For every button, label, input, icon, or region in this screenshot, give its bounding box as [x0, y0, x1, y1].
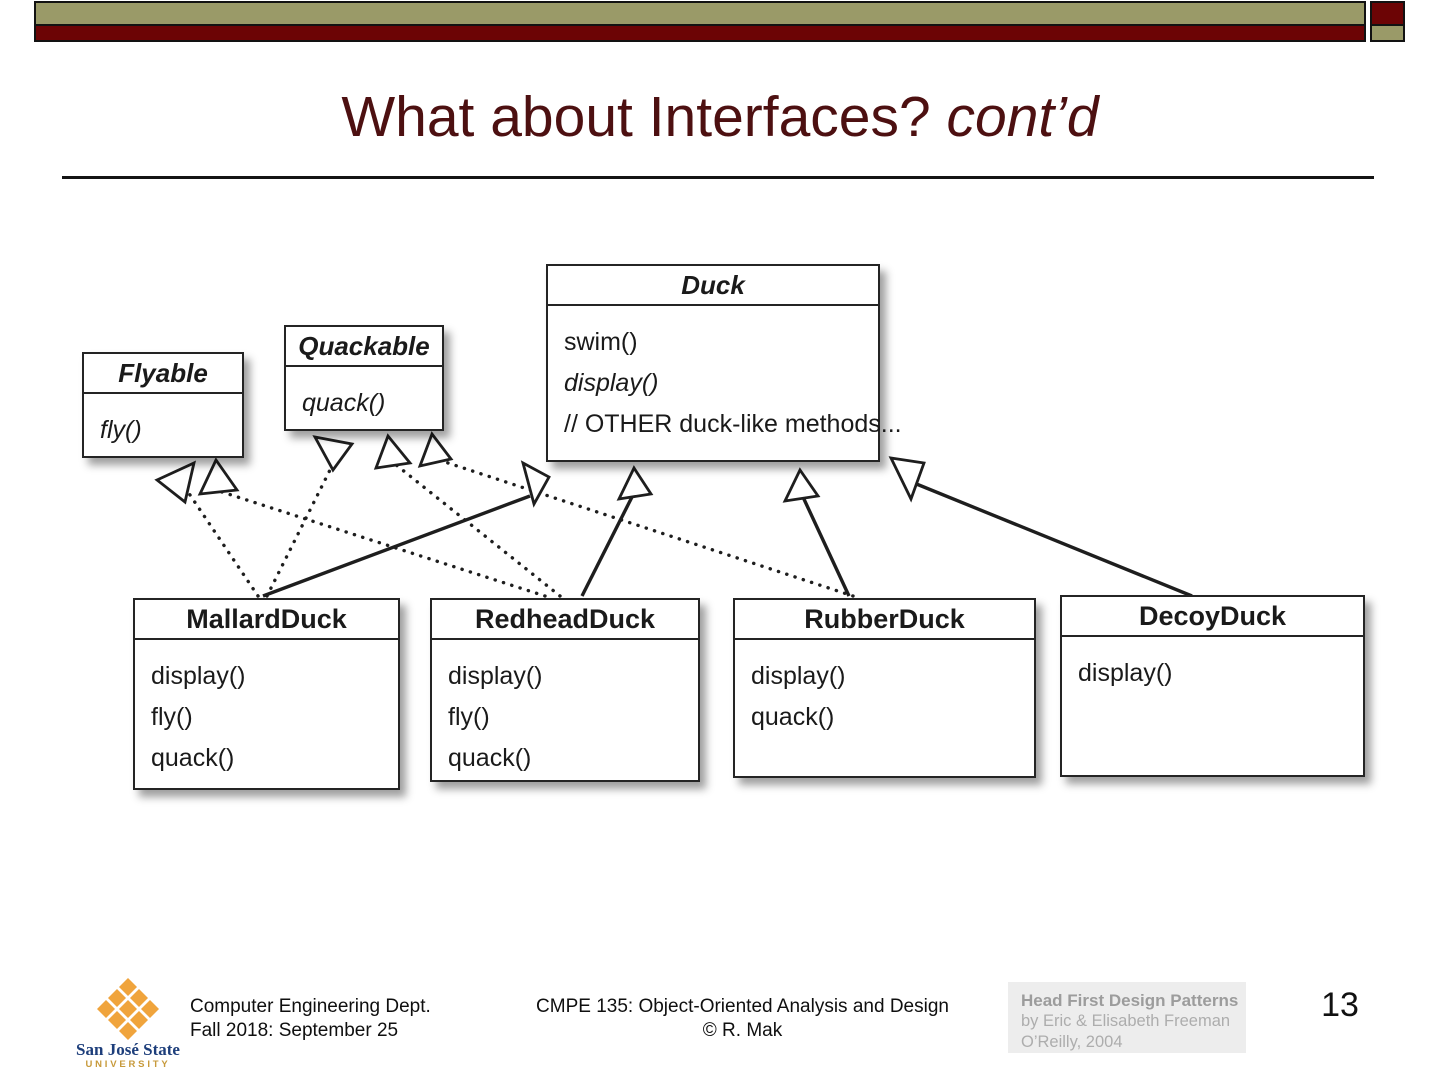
citation-book-title: Head First Design Patterns — [1021, 991, 1239, 1010]
sjsu-logo: San José State UNIVERSITY — [68, 978, 188, 1071]
class-name-decoyduck: DecoyDuck — [1062, 597, 1363, 637]
page-title-suffix: cont’d — [946, 85, 1099, 149]
extends-arrow-mallardduck-duck — [262, 460, 551, 598]
class-box-flyable: Flyable fly() — [82, 352, 244, 458]
title-separator-line — [62, 176, 1374, 179]
method-duck-swim: swim() — [564, 328, 638, 356]
method-duck-display: display() — [564, 369, 659, 397]
class-name-quackable: Quackable — [286, 327, 442, 367]
implements-arrow-mallardduck-quackable — [265, 435, 355, 598]
method-redheadduck-fly: fly() — [448, 703, 490, 731]
footer-date-line: Fall 2018: September 25 — [190, 1020, 399, 1041]
book-citation-box: Head First Design Patterns by Eric & Eli… — [1008, 982, 1246, 1053]
class-box-decoyduck: DecoyDuck display() — [1060, 595, 1365, 777]
method-duck-other-comment: // OTHER duck-like methods... — [564, 410, 902, 438]
method-quackable-quack: quack() — [302, 389, 386, 417]
method-redheadduck-display: display() — [448, 662, 543, 690]
implements-arrow-mallardduck-flyable — [154, 460, 260, 598]
sjsu-logo-name: San José State — [76, 1040, 180, 1059]
footer-course-line: CMPE 135: Object-Oriented Analysis and D… — [536, 996, 949, 1017]
method-rubberduck-quack: quack() — [751, 703, 835, 731]
method-flyable-fly: fly() — [100, 416, 142, 444]
implements-arrow-redheadduck-quackable — [373, 433, 562, 598]
footer-left-block: Computer Engineering Dept. Fall 2018: Se… — [190, 995, 431, 1043]
class-name-rubberduck: RubberDuck — [735, 600, 1034, 640]
extends-arrow-decoyduck-duck — [888, 456, 1193, 598]
implements-arrow-redheadduck-flyable — [197, 457, 547, 598]
extends-arrow-rubberduck-duck — [782, 467, 851, 597]
top-corner-square-maroon — [1370, 1, 1405, 26]
top-corner-square-olive — [1370, 26, 1405, 42]
class-box-mallardduck: MallardDuck display() fly() quack() — [133, 598, 400, 790]
extends-arrow-redheadduck-duck — [580, 465, 654, 597]
class-box-rubberduck: RubberDuck display() quack() — [733, 598, 1036, 778]
top-bar-maroon — [34, 26, 1366, 42]
top-bar-olive — [34, 1, 1366, 26]
citation-authors: by Eric & Elisabeth Freeman — [1021, 1012, 1231, 1030]
class-box-redheadduck: RedheadDuck display() fly() quack() — [430, 598, 700, 782]
method-mallardduck-quack: quack() — [151, 744, 235, 772]
sjsu-logo-university: UNIVERSITY — [85, 1059, 171, 1070]
page-title-main: What about Interfaces? — [341, 85, 931, 149]
footer-center-block: CMPE 135: Object-Oriented Analysis and D… — [520, 995, 965, 1043]
class-name-mallardduck: MallardDuck — [135, 600, 398, 640]
method-decoyduck-display: display() — [1078, 659, 1173, 687]
class-name-redheadduck: RedheadDuck — [432, 600, 698, 640]
implements-arrow-rubberduck-quackable — [417, 431, 855, 598]
method-mallardduck-display: display() — [151, 662, 246, 690]
class-box-quackable: Quackable quack() — [284, 325, 444, 431]
class-name-flyable: Flyable — [84, 354, 242, 394]
method-mallardduck-fly: fly() — [151, 703, 193, 731]
footer-copyright-line: © R. Mak — [702, 1020, 783, 1041]
class-name-duck: Duck — [548, 266, 878, 306]
method-redheadduck-quack: quack() — [448, 744, 532, 772]
method-rubberduck-display: display() — [751, 662, 846, 690]
class-box-duck: Duck swim() display() // OTHER duck-like… — [546, 264, 902, 462]
footer-dept-line: Computer Engineering Dept. — [190, 996, 431, 1017]
page-title: What about Interfaces? cont’d — [0, 84, 1440, 150]
page-number: 13 — [1321, 986, 1359, 1024]
citation-publisher: O’Reilly, 2004 — [1021, 1033, 1123, 1051]
sjsu-tower-icon — [97, 978, 159, 1040]
